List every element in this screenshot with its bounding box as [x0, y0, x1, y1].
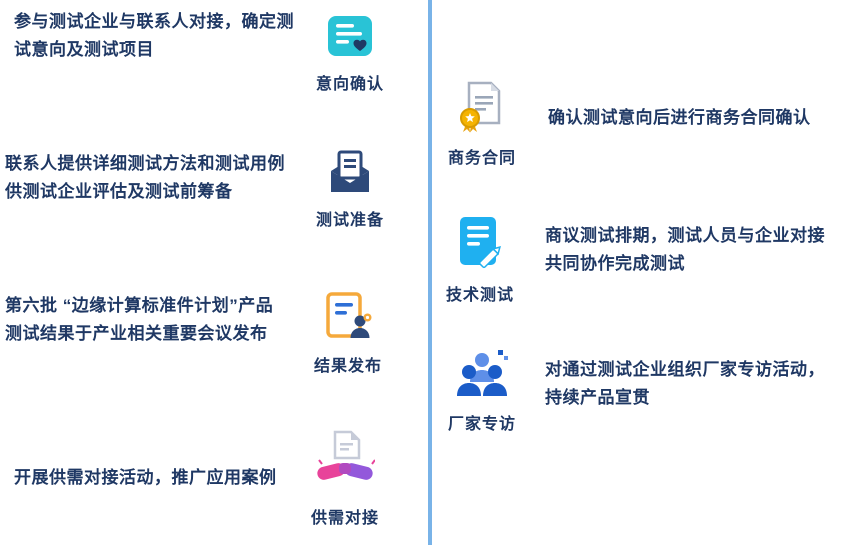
- desc-vendor-interview: 对通过测试企业组织厂家专访活动，持续产品宣贯: [545, 360, 825, 407]
- step-tech-test: 技术测试: [438, 215, 522, 305]
- intent-confirm-icon: [328, 16, 372, 56]
- step-supply-demand: 供需对接: [303, 430, 387, 528]
- desc-tech-test: 商议测试排期，测试人员与企业对接共同协作完成测试: [545, 226, 825, 273]
- desc-supply-demand: 开展供需对接活动，推广应用案例: [14, 468, 277, 487]
- business-contract-icon: [460, 81, 501, 133]
- desc-intent-confirm: 参与测试企业与联系人对接，确定测试意向及测试项目: [14, 12, 294, 59]
- step-vendor-interview: 厂家专访: [440, 348, 524, 434]
- desc-business-contract: 确认测试意向后进行商务合同确认: [548, 108, 811, 127]
- tech-test-icon: [460, 217, 501, 269]
- step-label-supply-demand: 供需对接: [310, 510, 379, 527]
- step-result-publish: 结果发布: [306, 290, 390, 376]
- step-label-result-publish: 结果发布: [313, 358, 382, 375]
- supply-demand-icon: [317, 430, 375, 480]
- vendor-interview-icon: [457, 350, 508, 396]
- step-label-intent-confirm: 意向确认: [315, 76, 384, 93]
- desc-test-prepare: 联系人提供详细测试方法和测试用例供测试企业评估及测试前筹备: [5, 154, 285, 201]
- step-label-vendor-interview: 厂家专访: [447, 416, 516, 433]
- test-prepare-icon: [331, 150, 369, 192]
- step-business-contract: 商务合同: [440, 80, 524, 168]
- step-test-prepare: 测试准备: [308, 148, 392, 230]
- timeline-line: [428, 0, 432, 545]
- step-intent-confirm: 意向确认: [308, 12, 392, 94]
- desc-result-publish: 第六批 “边缘计算标准件计划”产品测试结果于产业相关重要会议发布: [5, 296, 274, 343]
- step-label-tech-test: 技术测试: [445, 287, 514, 304]
- result-publish-icon: [326, 292, 372, 338]
- step-label-business-contract: 商务合同: [447, 150, 516, 167]
- step-label-test-prepare: 测试准备: [315, 212, 384, 229]
